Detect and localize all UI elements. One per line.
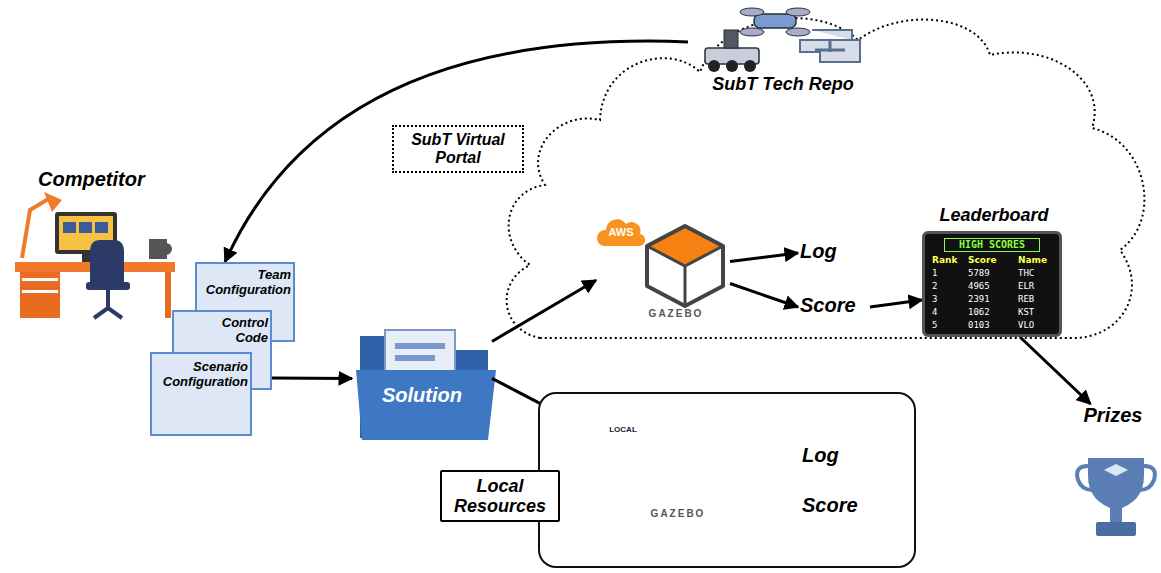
aws-gazebo-icon [647, 226, 723, 266]
flow-arrow [492, 280, 596, 341]
node-text: Name [1018, 255, 1056, 265]
node-text: 4 [932, 307, 968, 317]
log-output: Log [798, 238, 854, 268]
competitor-desk [20, 272, 60, 318]
flow-arrow [730, 284, 798, 308]
tech-repo-robots [740, 28, 764, 36]
competitor-desk [94, 290, 122, 318]
competitor-desk [95, 222, 108, 233]
tech-repo-robots [724, 30, 738, 48]
flow-arrow [272, 377, 352, 380]
node-label: Competitor [38, 168, 188, 190]
node-label: SubT Tech Repo [698, 74, 868, 94]
node-text: Rank [932, 255, 968, 265]
competitor-desk [86, 282, 130, 290]
node-label: LOCAL [604, 426, 642, 435]
tech-repo-robots [726, 60, 738, 72]
solution-folder: Solution [352, 328, 492, 440]
score-output: Score [798, 292, 870, 322]
trophy [1077, 458, 1155, 536]
node-label: Score [802, 494, 872, 516]
competitor-desk [15, 192, 175, 318]
local-region: Local ResourcesLOCALGAZEBOLogScore [538, 392, 916, 568]
competitor-desk [22, 278, 58, 281]
local-simulator: LOCAL GAZEBO [598, 412, 732, 520]
portal-cloud-region: SubT Virtual PortalSubT Tech RepoAWSGAZE… [500, 0, 1155, 345]
tech-repo-robots [786, 8, 810, 16]
aws-gazebo-icon [597, 219, 723, 306]
tech-repo-robots [815, 40, 845, 52]
node-label: Scenario Configuration [154, 360, 248, 389]
node-label: Team Configuration [199, 268, 291, 297]
node-text: 0103 [968, 320, 1014, 330]
competitor-desk [63, 222, 76, 233]
competitor-desk [79, 222, 92, 233]
tech-repo-robots [740, 8, 764, 16]
tech-repo-robots [708, 60, 720, 72]
cloud-simulator: AWS GAZEBO [596, 212, 730, 322]
node-label: Log [802, 444, 856, 466]
competitor-desk [22, 198, 50, 258]
node-text: 1062 [968, 307, 1014, 317]
tech-repo-robots [705, 8, 860, 72]
tech-repo-robots [744, 60, 756, 72]
trophy [1096, 522, 1136, 536]
node-label: Local Resources [440, 470, 560, 522]
node-text: REB [1018, 294, 1056, 304]
score-output: Score [800, 492, 872, 522]
log-output: Log [800, 442, 856, 472]
node-label: SubT Virtual Portal [392, 125, 524, 173]
node-label: AWS [602, 226, 640, 238]
flow-arrow [225, 41, 688, 262]
node-text: THC [1018, 268, 1056, 278]
tech-repo-robots [754, 14, 796, 28]
tech-repo-robots [800, 30, 860, 62]
flow-arrow [730, 253, 798, 262]
competitor-desk [44, 192, 62, 212]
trophy [1110, 508, 1122, 522]
node-label: Solution [352, 384, 492, 406]
folder-icon [395, 355, 435, 361]
tech-repo-robots [786, 28, 810, 36]
node-text: GAZEBO [628, 508, 728, 519]
node-text: 5 [932, 320, 968, 330]
trophy [1104, 464, 1128, 476]
node-text: 5789 [968, 268, 1014, 278]
portal-cloud [507, 18, 1145, 338]
document: Scenario Configuration [150, 352, 252, 436]
node-text: GAZEBO [626, 308, 726, 319]
node-text: Score [968, 255, 1014, 265]
aws-gazebo-icon [597, 219, 645, 246]
node-text: 2391 [968, 294, 1014, 304]
competitor-desk [82, 254, 90, 262]
aws-gazebo-icon [647, 226, 723, 306]
node-label: Log [800, 240, 854, 262]
node-label: Leaderboard [926, 205, 1062, 225]
node-text: 4965 [968, 281, 1014, 291]
tech-repo: SubT Tech Repo [688, 2, 878, 97]
node-label: Control Code [202, 316, 268, 345]
node-text: HIGH SCORES [944, 238, 1040, 252]
node-text: VLO [1018, 320, 1056, 330]
aws-gazebo-icon [647, 246, 723, 306]
competitor-desk [165, 272, 171, 318]
trophy [1088, 458, 1144, 510]
competitor: Competitor [10, 168, 190, 323]
node-text: KST [1018, 307, 1056, 317]
node-text: 2 [932, 281, 968, 291]
flow-arrow [870, 300, 922, 307]
node-text: ELR [1018, 281, 1056, 291]
flow-arrow [1020, 337, 1091, 404]
folder-icon [395, 343, 445, 349]
competitor-desk [150, 240, 171, 258]
node-text: 3 [932, 294, 968, 304]
prizes: Prizes [1068, 404, 1158, 549]
competitor-desk [90, 240, 124, 282]
node-label: Prizes [1068, 404, 1158, 426]
node-label: Score [800, 294, 870, 316]
leaderboard: LeaderboardHIGH SCORES RankScore Name 15789… [922, 205, 1062, 337]
node-text: 1 [932, 268, 968, 278]
portal-cloud [507, 18, 1145, 338]
competitor-desk [22, 290, 58, 293]
